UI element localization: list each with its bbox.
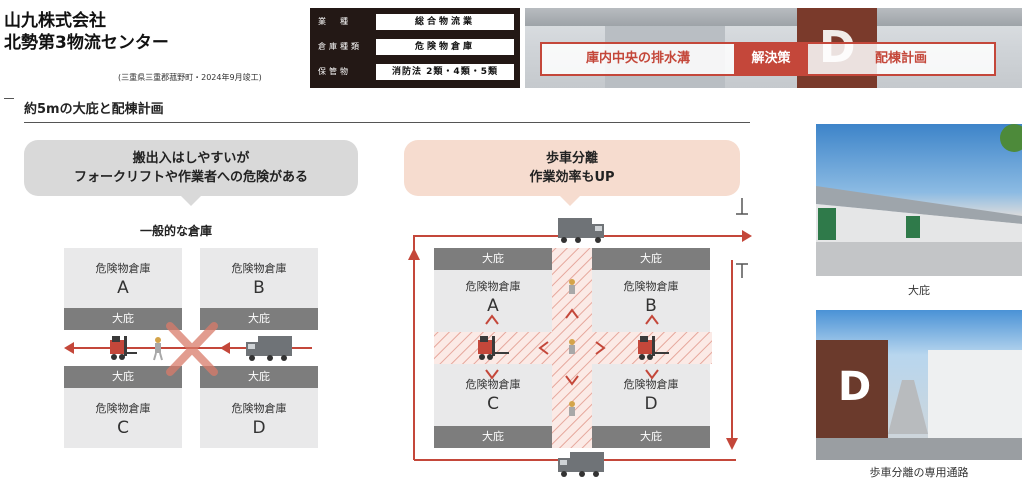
benefit-bubble: 歩車分離 作業効率もUP	[404, 140, 740, 196]
forklift-icon	[478, 336, 509, 360]
apron: 大庇	[200, 308, 318, 330]
company-heading: 山九株式会社 北勢第3物流センター	[4, 10, 169, 54]
truck-icon	[558, 218, 604, 243]
photo-walkway: D	[816, 310, 1022, 460]
apron: 大庇	[592, 426, 710, 448]
danger-cross-icon	[166, 322, 218, 376]
generic-warehouse-title: 一般的な倉庫	[140, 224, 213, 238]
info-value: 総合物流業	[376, 14, 514, 30]
truck-icon	[558, 452, 604, 477]
warehouse-a: 危険物倉庫 A	[64, 248, 182, 308]
warehouse-letter: D	[644, 394, 658, 414]
forklift-icon	[110, 336, 137, 360]
apron: 大庇	[592, 248, 710, 270]
banner-roof	[525, 8, 1022, 26]
bubble-line: フォークリフトや作業者への危険がある	[73, 170, 308, 185]
info-label: 倉庫種類	[318, 42, 362, 51]
warehouse-b: 危険物倉庫 B	[200, 248, 318, 308]
warehouse-letter: B	[253, 278, 265, 298]
info-value: 消防法 2類・4類・5類	[376, 64, 514, 80]
warehouse-d: 危険物倉庫 D	[200, 388, 318, 448]
photo-caption: 大庇	[908, 284, 930, 297]
warehouse-letter: C	[487, 394, 499, 414]
walkway-photo-drawing: D	[816, 340, 1022, 460]
banner-solution: 配棟計画	[874, 51, 927, 66]
bubble-tail	[560, 196, 580, 206]
photo-caption: 歩車分離の専用通路	[869, 466, 969, 479]
warehouse-name: 危険物倉庫	[231, 262, 287, 275]
worker-icon	[153, 337, 163, 361]
truck-icon	[246, 336, 292, 361]
warehouse-name: 危険物倉庫	[231, 402, 287, 415]
section-title: 約5mの大庇と配棟計画	[24, 102, 164, 117]
perimeter-road	[413, 235, 750, 460]
info-table: 業 種 総合物流業 倉庫種類 危険物倉庫 保管物 消防法 2類・4類・5類	[310, 8, 520, 88]
photo-canopy	[816, 124, 1022, 276]
divider	[4, 98, 14, 99]
warehouse-name: 危険物倉庫	[623, 378, 679, 391]
info-row-industry: 業 種 総合物流業	[310, 12, 520, 32]
apron: 大庇	[200, 366, 318, 388]
warehouse-b: 危険物倉庫 B	[592, 270, 710, 332]
warehouse-c: 危険物倉庫 C	[434, 364, 552, 426]
warehouse-name: 危険物倉庫	[465, 378, 521, 391]
problem-bubble: 搬出入はしやすいが フォークリフトや作業者への危険がある	[24, 140, 358, 196]
worker-icon	[569, 339, 575, 354]
arrow-left-icon	[220, 342, 230, 354]
worker-icon	[569, 279, 575, 294]
apron: 大庇	[434, 426, 552, 448]
warehouse-letter: A	[117, 278, 129, 298]
warehouse-name: 危険物倉庫	[623, 280, 679, 293]
section-divider	[24, 122, 750, 123]
banner-solution-bar: 庫内中央の排水溝 解決策 配棟計画	[540, 42, 996, 76]
arrow-left-icon	[64, 342, 74, 354]
arrow-down-icon	[726, 438, 738, 450]
bubble-line: 搬出入はしやすいが	[132, 151, 250, 166]
warehouse-letter: D	[252, 418, 266, 438]
arrow-up-icon	[408, 248, 420, 260]
facility-name: 北勢第3物流センター	[4, 33, 169, 53]
info-row-warehouse-type: 倉庫種類 危険物倉庫	[310, 37, 520, 57]
direction-arrows	[485, 308, 659, 386]
warehouse-letter: C	[117, 418, 129, 438]
warehouse-name: 危険物倉庫	[465, 280, 521, 293]
bubble-line: 歩車分離	[545, 151, 598, 166]
apron: 大庇	[64, 366, 182, 388]
info-row-stored-goods: 保管物 消防法 2類・4類・5類	[310, 62, 520, 82]
banner-problem: 庫内中央の排水溝	[585, 51, 690, 66]
forklift-icon	[638, 336, 669, 360]
worker-icon	[569, 401, 575, 416]
bubble-tail	[181, 196, 201, 206]
location-note: (三重県三重郡菰野町・2024年9月竣工)	[118, 73, 262, 82]
info-label: 保管物	[318, 67, 351, 76]
arrow-right-icon	[742, 230, 752, 242]
warehouse-letter: A	[487, 296, 499, 316]
info-value: 危険物倉庫	[376, 39, 514, 55]
warehouse-name: 危険物倉庫	[95, 262, 151, 275]
apron: 大庇	[434, 248, 552, 270]
apron: 大庇	[64, 308, 182, 330]
bubble-line: 作業効率もUP	[529, 170, 615, 185]
canopy-photo-drawing	[816, 124, 1022, 276]
warehouse-d: 危険物倉庫 D	[592, 364, 710, 426]
banner-solution-label: 解決策	[734, 44, 808, 74]
company-name: 山九株式会社	[4, 11, 106, 31]
warehouse-a: 危険物倉庫 A	[434, 270, 552, 332]
warehouse-letter: B	[645, 296, 657, 316]
warehouse-name: 危険物倉庫	[95, 402, 151, 415]
door-letter: D	[838, 364, 871, 410]
warehouse-c: 危険物倉庫 C	[64, 388, 182, 448]
info-label: 業 種	[318, 17, 351, 26]
